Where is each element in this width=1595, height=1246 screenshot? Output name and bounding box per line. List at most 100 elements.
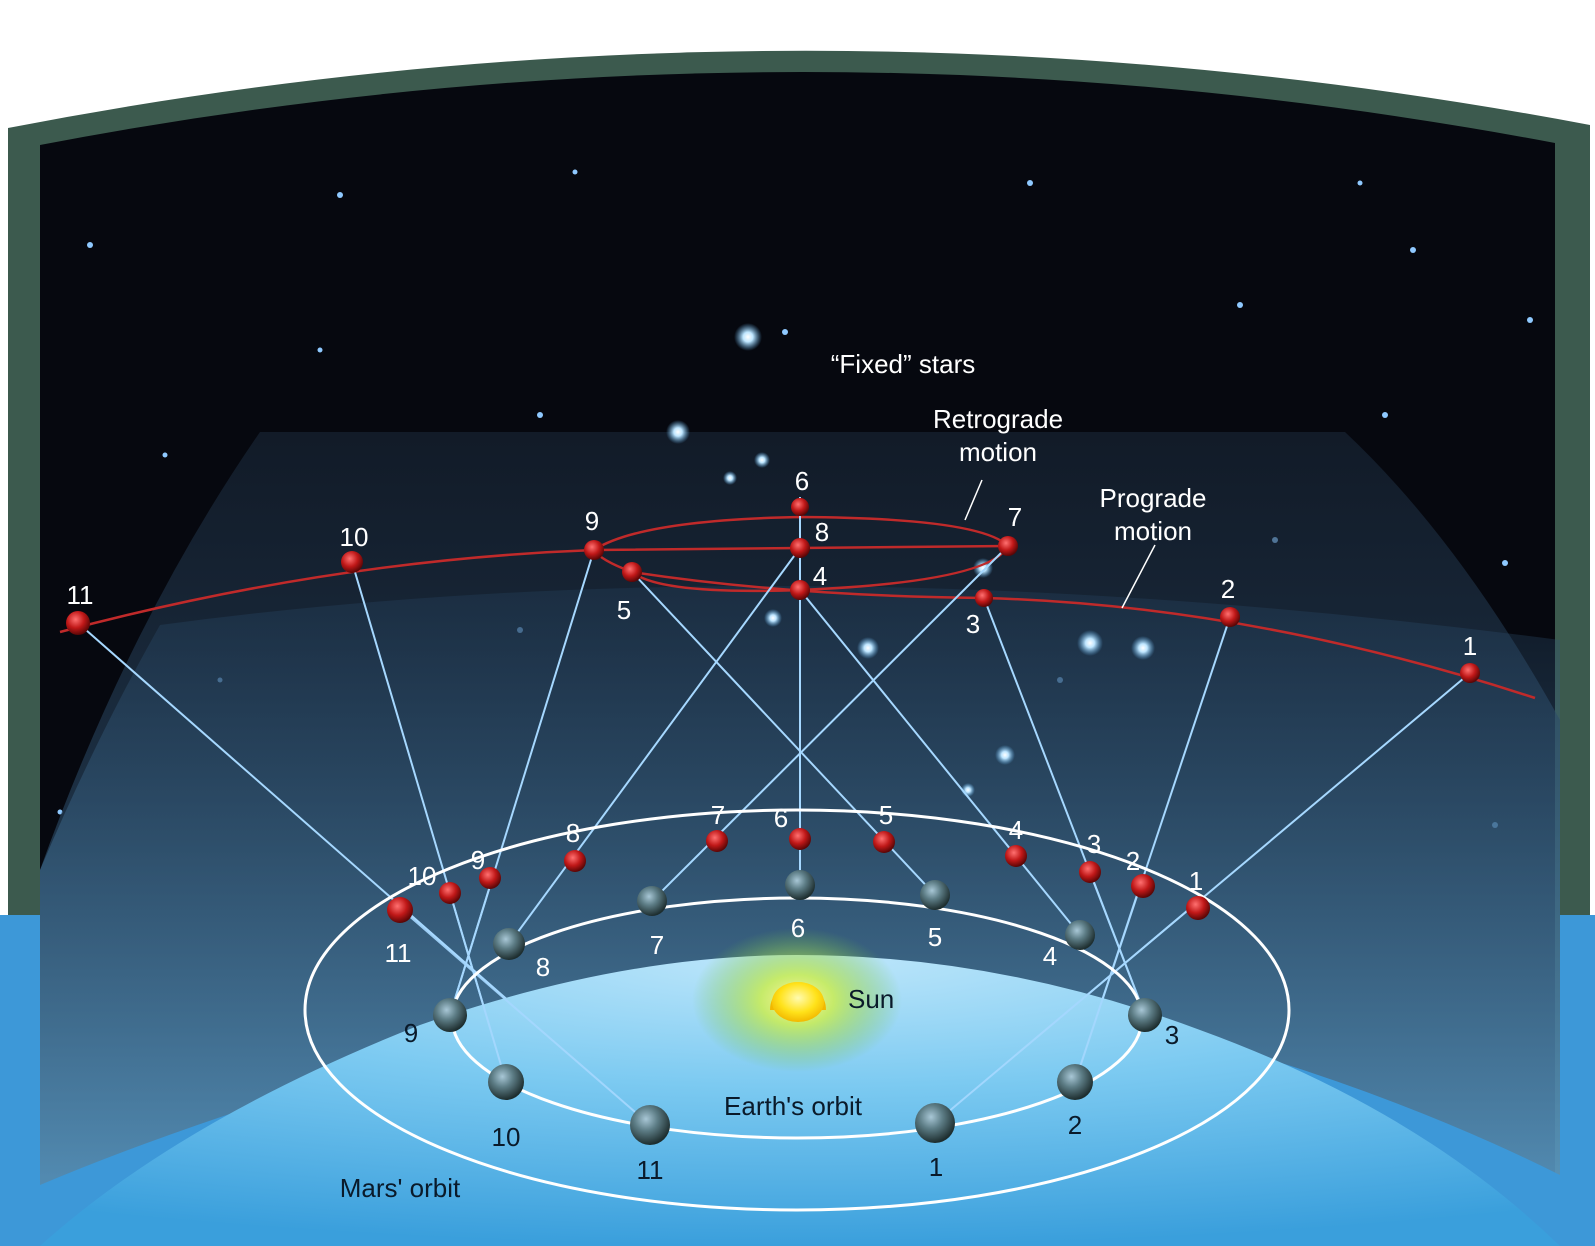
mars-sky-4 [790,580,810,600]
earth-positions [433,870,1162,1145]
mars-sky-5 [622,562,642,582]
earth-8 [493,928,525,960]
mars-sky-10 [341,551,363,573]
star [1382,412,1388,418]
earth-3 [1128,998,1162,1032]
earth-label-2: 2 [1068,1110,1082,1140]
mars-orbit-label-2: 2 [1126,846,1140,876]
star [1357,180,1363,186]
mars-orbit-4 [1005,845,1027,867]
mars-orbit-label-3: 3 [1087,829,1101,859]
prograde-label-line2: motion [1114,516,1192,546]
mars-sky-labels: 1 2 3 4 5 6 7 8 9 10 11 [67,466,1478,661]
mars-sky-8 [790,538,810,558]
earth-orbit-label: Earth's orbit [724,1091,863,1121]
earth-label-8: 8 [536,952,550,982]
earth-6 [785,870,815,900]
mars-orbit-label-5: 5 [879,800,893,830]
mars-orbit-label-1: 1 [1189,866,1203,896]
earth-2 [1057,1064,1093,1100]
mars-orbit-label-11: 11 [385,938,412,968]
mars-sky-positions [66,498,1480,683]
bright-star [764,609,782,627]
earth-5 [920,880,950,910]
star [1502,560,1508,566]
sight-line-fg [399,907,651,1126]
earth-label-6: 6 [791,913,805,943]
sight-line-fg [934,899,1201,1124]
star [1410,247,1416,253]
mars-orbit-label-6: 6 [774,803,788,833]
mars-orbit-5 [873,831,895,853]
mars-sky-label-7: 7 [1008,502,1022,532]
mars-orbit-label-10: 10 [408,861,437,891]
sight-line-4 [799,589,1081,936]
star [57,809,63,815]
bright-stars [666,323,1155,797]
sun-label: Sun [848,984,894,1014]
mars-orbit-6 [789,828,811,850]
mars-sky-9 [584,540,604,560]
earth-label-7: 7 [650,930,664,960]
mars-sky-6 [791,498,809,516]
mars-sky-label-10: 10 [340,522,369,552]
mars-orbit-11 [387,897,413,923]
mars-sky-1 [1460,663,1480,683]
earth-label-3: 3 [1165,1020,1179,1050]
mars-orbit-7 [706,830,728,852]
bright-star [723,471,737,485]
earth-label-5: 5 [928,922,942,952]
sight-line-fg [449,869,496,1016]
mars-orbit-label-4: 4 [1009,815,1023,845]
mars-sky-2 [1220,607,1240,627]
star [87,242,93,248]
mars-sky-label-8: 8 [815,517,829,547]
sight-line-fg [449,892,507,1083]
mars-orbit-8 [564,850,586,872]
sight-line-8 [508,547,801,945]
mars-orbit-label-8: 8 [566,818,580,848]
earth-11 [630,1105,670,1145]
bright-star [734,323,762,351]
mars-orbit-3 [1079,861,1101,883]
star [337,192,343,198]
earth-1 [915,1103,955,1143]
mars-orbit-label-9: 9 [471,845,485,875]
star [537,412,543,418]
mars-apparent-path [59,515,1536,700]
sight-line-fg [1089,871,1146,1016]
earth-9 [433,998,467,1032]
star [317,347,323,353]
retrograde-pointer [964,479,983,521]
mars-orbit-labels: 1 2 3 4 5 6 7 8 9 10 11 [385,800,1204,968]
prograde-path-continued [631,570,1536,700]
mars-sky-label-5: 5 [617,595,631,625]
star [572,169,578,175]
sun [770,982,826,1022]
earth-labels: 1 2 3 4 5 6 7 8 9 10 11 [404,913,1179,1185]
earth-label-4: 4 [1043,941,1057,971]
mars-sky-label-9: 9 [585,506,599,536]
bright-star [1077,630,1103,656]
retrograde-loop [592,515,1010,593]
mars-sky-7 [998,536,1018,556]
captions: “Fixed” stars Retrograde motion Prograde… [340,349,1207,1203]
prograde-path [59,544,1009,634]
mars-sky-11 [66,611,90,635]
mars-sky-label-3: 3 [966,609,980,639]
earth-7 [637,886,667,916]
mars-orbit-9 [479,867,501,889]
earth-10 [488,1064,524,1100]
ground-surface [40,955,1560,1246]
earth-label-11: 11 [637,1155,664,1185]
mars-orbit-2 [1131,874,1155,898]
star [1027,180,1033,186]
mars-sky-label-6: 6 [795,466,809,496]
bright-star [754,452,770,468]
earth-4 [1065,920,1095,950]
mars-sky-label-4: 4 [813,561,827,591]
sun-core [772,982,824,1022]
prograde-pointer [1121,544,1156,609]
caption-pointers [964,479,1156,609]
bright-star [857,637,879,659]
